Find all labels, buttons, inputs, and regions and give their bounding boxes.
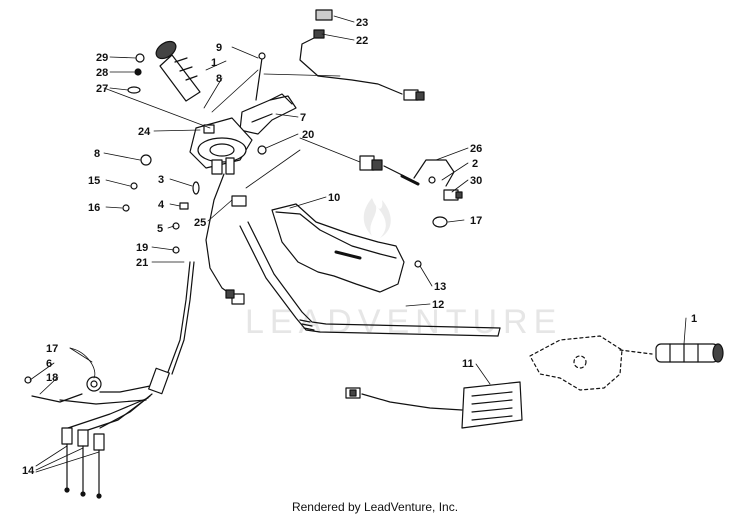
callout-17: 17 (46, 343, 58, 355)
brake-cable (99, 261, 195, 395)
callout-27: 27 (96, 83, 108, 95)
callout-9: 9 (216, 42, 222, 54)
connector-26 (359, 155, 463, 201)
callout-17b: 17 (470, 215, 482, 227)
callout-15: 15 (88, 175, 100, 187)
watermark-text: LEADVENTURE (245, 303, 562, 341)
callout-7: 7 (300, 112, 306, 124)
clamp-17 (432, 216, 448, 228)
spark-plug-harness (59, 393, 153, 499)
callout-3: 3 (158, 174, 164, 186)
callout-23: 23 (356, 17, 368, 29)
callout-5: 5 (157, 223, 163, 235)
grip-left (155, 40, 201, 102)
throttle-housing (189, 117, 253, 175)
callout-25: 25 (194, 217, 206, 229)
callout-18: 18 (46, 372, 58, 384)
heater-wire (299, 29, 425, 101)
callout-29: 29 (96, 52, 108, 64)
callout-19: 19 (136, 242, 148, 254)
screw-13 (414, 260, 422, 268)
callout-16: 16 (88, 202, 100, 214)
decal-23 (315, 9, 333, 21)
callout-4: 4 (158, 199, 165, 211)
callout-1b: 1 (691, 313, 697, 325)
leader-lines (29, 15, 687, 473)
heating-element (345, 381, 523, 429)
callout-10: 10 (328, 192, 340, 204)
callout-13: 13 (434, 281, 446, 293)
screw-9 (255, 52, 266, 101)
throttle-lever (239, 93, 297, 135)
callout-1: 1 (211, 57, 217, 69)
callout-14: 14 (22, 465, 35, 477)
callout-26: 26 (470, 143, 482, 155)
throttle-cable (205, 173, 247, 305)
callout-6: 6 (46, 358, 52, 370)
callout-8: 8 (216, 73, 222, 85)
flame-icon (363, 198, 391, 238)
callout-12: 12 (432, 299, 444, 311)
callout-11: 11 (462, 358, 474, 370)
phantom-control (529, 335, 653, 391)
credit-text: Rendered by LeadVenture, Inc. (291, 500, 459, 514)
grip-right (655, 343, 724, 363)
callout-2: 2 (472, 158, 478, 170)
clip-18 (24, 376, 102, 403)
callout-20: 20 (302, 129, 314, 141)
callout-24: 24 (138, 126, 151, 138)
watermark-group: LEADVENTURE (245, 198, 562, 341)
callouts: 1 1 2 3 4 5 6 7 8 8 9 10 11 12 13 14 15 … (22, 17, 697, 477)
handlebar (239, 221, 501, 337)
callout-22: 22 (356, 35, 368, 47)
nut-20 (257, 145, 267, 155)
callout-30: 30 (470, 175, 482, 187)
callout-8b: 8 (94, 148, 100, 160)
hardware-stack (122, 53, 200, 254)
callout-28: 28 (96, 67, 108, 79)
callout-21: 21 (136, 257, 148, 269)
hand-guard (271, 203, 405, 293)
